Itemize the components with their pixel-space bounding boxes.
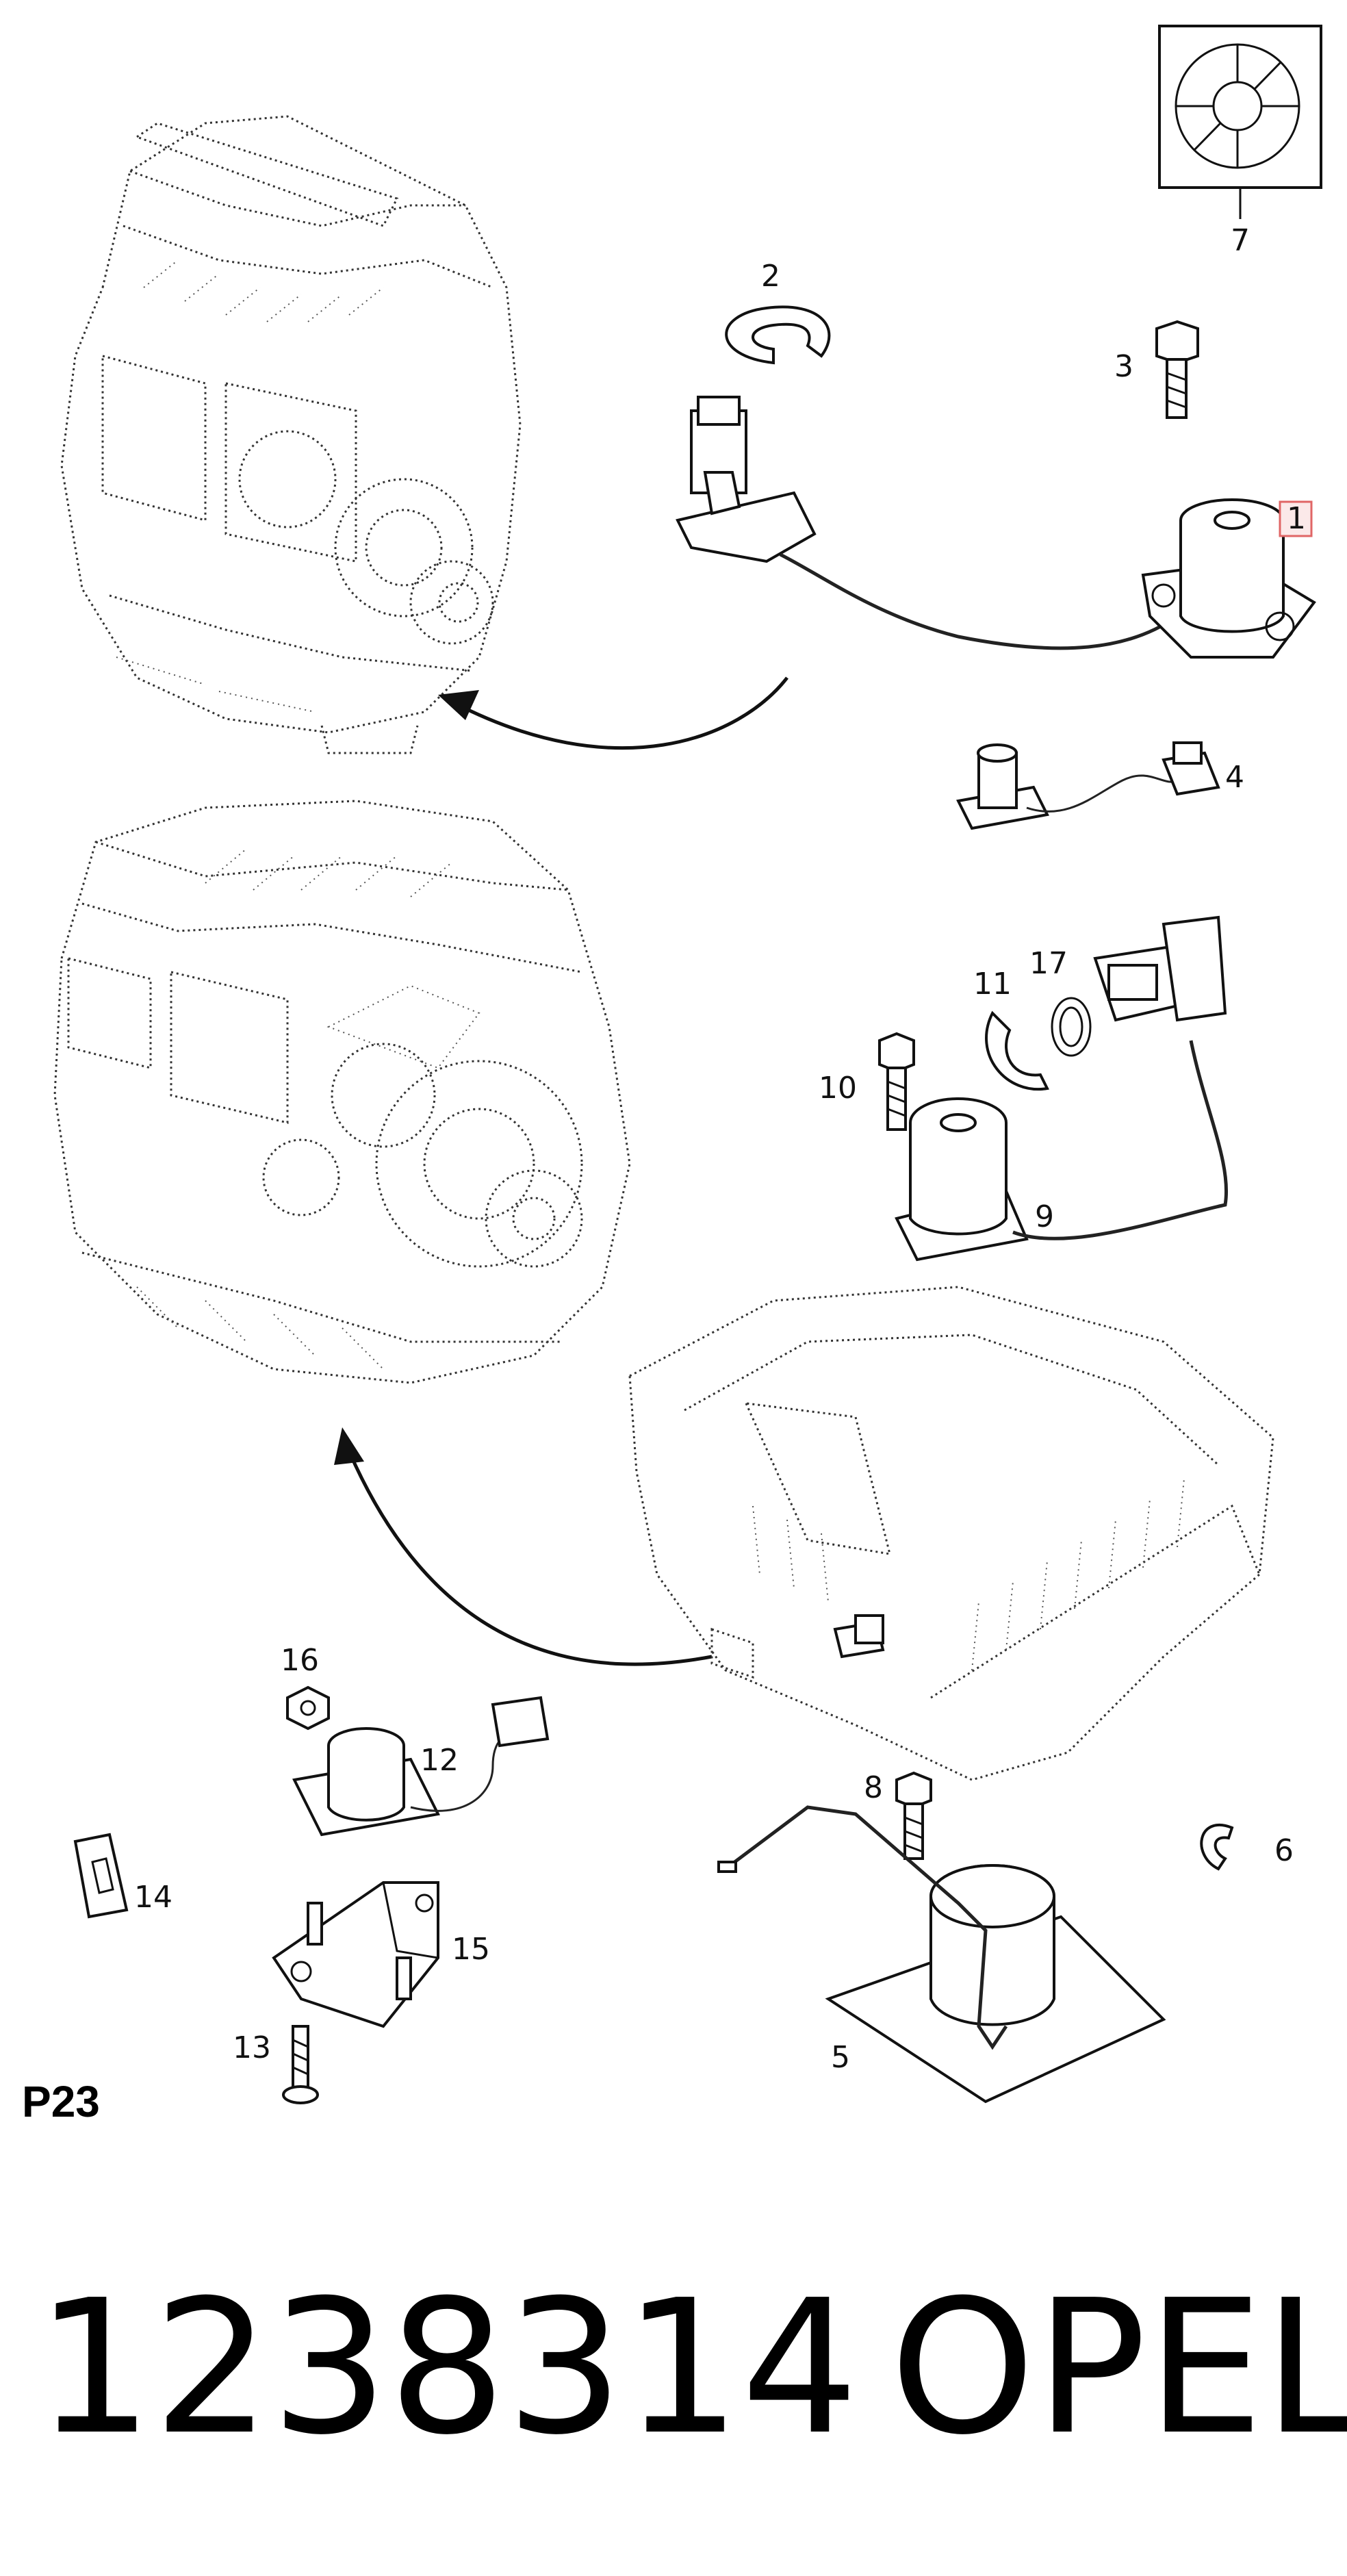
oil-level-sensor-installed: [833, 1614, 885, 1659]
callout-12: 12: [420, 1743, 459, 1778]
brand-label: OPEL: [890, 2260, 1347, 2475]
page-code-label: P23: [22, 2077, 100, 2126]
part-8-bolt: [895, 1771, 932, 1860]
part-7-retaining-clip-box: [1158, 25, 1322, 219]
part-9-solenoid-with-connector: [895, 915, 1229, 1262]
part-11-circlip: [985, 1010, 1050, 1091]
part-15-bracket: [272, 1881, 439, 2028]
callout-8: 8: [864, 1770, 883, 1805]
callout-17: 17: [1029, 946, 1068, 981]
callout-7: 7: [1231, 223, 1250, 258]
part-13-bolt: [282, 2025, 319, 2104]
part-10-bolt: [878, 1032, 915, 1131]
part-16-nut: [286, 1685, 330, 1731]
callout-14: 14: [134, 1880, 172, 1915]
part-6-circlip: [1200, 1824, 1234, 1871]
callout-13: 13: [233, 2030, 271, 2065]
callout-16: 16: [281, 1643, 319, 1678]
callout-1: 1: [1287, 501, 1306, 536]
callout-5: 5: [831, 2040, 850, 2075]
callout-6: 6: [1274, 1833, 1294, 1868]
callout-4: 4: [1225, 760, 1244, 795]
arrow-to-engine-middle: [347, 1450, 713, 1666]
part-17-seal-ring: [1051, 997, 1092, 1057]
part-number-label: 1238314: [36, 2260, 858, 2475]
part-5-sensor-with-tube: [717, 1805, 1166, 2104]
callout-labels: 1 2 3 4 5 6 7 8 9 10 11 12 13 14 15 16 1…: [134, 223, 1306, 2075]
part-3-bolt: [1155, 320, 1199, 419]
part-1-oil-pressure-solenoid: [676, 396, 1316, 659]
engine-middle-illustration: [53, 800, 631, 1384]
callout-10: 10: [819, 1071, 857, 1106]
callout-2: 2: [761, 259, 780, 294]
part-4-solenoid-with-lead: [956, 741, 1220, 830]
part-2-circlip: [725, 305, 831, 365]
arrow-to-engine-top: [450, 676, 788, 750]
oil-pan-illustration: [628, 1286, 1274, 1781]
callout-15: 15: [452, 1932, 490, 1967]
callout-1-highlight-box: [1279, 500, 1313, 537]
part-12-sensor-with-connector: [292, 1696, 550, 1837]
callout-11: 11: [973, 967, 1012, 1002]
part-14-spring-clip: [73, 1833, 129, 1919]
callout-3: 3: [1114, 349, 1133, 384]
callout-9: 9: [1035, 1199, 1054, 1234]
engine-top-illustration: [60, 115, 522, 754]
